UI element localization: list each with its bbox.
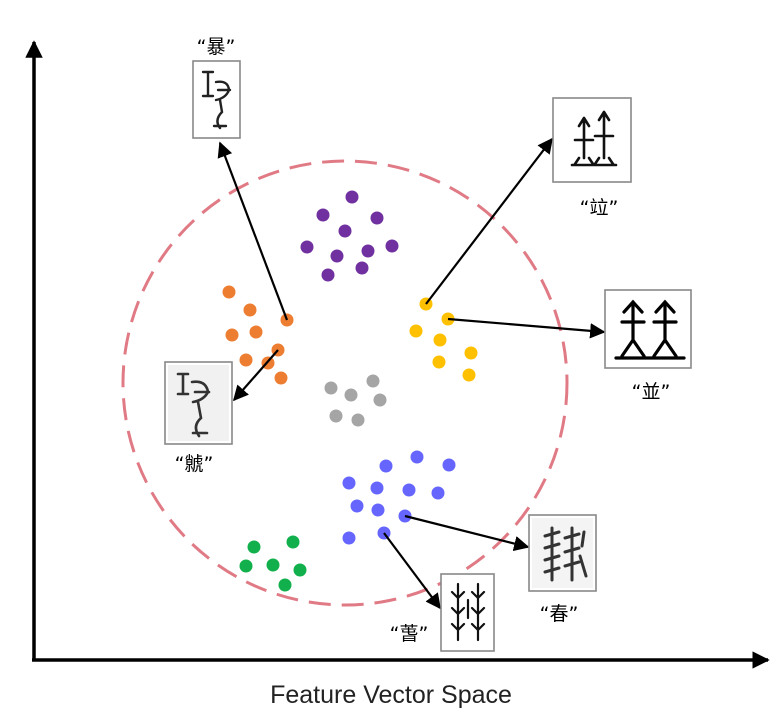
axes: [25, 40, 770, 669]
yellow-point: [462, 368, 476, 382]
gray-point: [366, 374, 380, 388]
blue-point: [371, 503, 385, 517]
blue-point: [442, 458, 456, 472]
orange-point: [239, 353, 253, 367]
sample-caption: “並”: [632, 381, 671, 403]
green-cluster: [239, 535, 307, 592]
blue-point: [431, 486, 445, 500]
blue-point: [370, 481, 384, 495]
purple-cluster: [300, 190, 399, 282]
orange-point: [249, 325, 263, 339]
purple-point: [385, 239, 399, 253]
sample-chun: “春”: [528, 514, 597, 625]
sample-li: “竝”: [552, 97, 632, 219]
bing-glyph-icon: [614, 299, 686, 360]
blue-point: [379, 459, 393, 473]
gray-point: [344, 388, 358, 402]
blue-point: [350, 499, 364, 513]
gray-cluster: [324, 374, 387, 427]
yellow-point: [409, 324, 423, 338]
blue-point: [410, 450, 424, 464]
xi-glyph-icon: [176, 372, 211, 438]
green-point: [286, 535, 300, 549]
chun-glyph-icon: [543, 526, 588, 582]
sample-caption: “竝”: [580, 197, 619, 219]
gray-point: [324, 381, 338, 395]
arrow-to-bao: [217, 141, 289, 321]
glyph-frame: [604, 289, 692, 369]
yellow-cluster: [409, 297, 478, 382]
sample-xi: “虩”: [164, 361, 233, 475]
gray-point: [351, 413, 365, 427]
sample-bing: “並”: [604, 289, 692, 403]
orange-point: [243, 303, 257, 317]
green-point: [239, 559, 253, 573]
yellow-point: [433, 333, 447, 347]
purple-point: [338, 224, 352, 238]
chun2-glyph-icon: [450, 582, 486, 642]
blue-point: [342, 531, 356, 545]
arrow-to-li: [425, 137, 553, 305]
yellow-point: [432, 355, 446, 369]
bao-glyph-icon: [201, 70, 232, 130]
blue-point: [342, 476, 356, 490]
arrows: [217, 137, 606, 610]
purple-point: [330, 249, 344, 263]
green-point: [266, 558, 280, 572]
purple-point: [300, 240, 314, 254]
sample-chun2: “萅”: [390, 573, 495, 652]
li-glyph-icon: [570, 110, 618, 167]
sample-caption: “暴”: [197, 36, 236, 58]
arrow-to-xi: [232, 349, 279, 402]
purple-point: [345, 190, 359, 204]
green-point: [247, 540, 261, 554]
purple-point: [361, 244, 375, 258]
purple-point: [321, 268, 335, 282]
arrow-to-chun: [404, 514, 530, 552]
purple-point: [370, 211, 384, 225]
sample-bao: “暴”: [192, 36, 241, 139]
blue-point: [402, 483, 416, 497]
orange-point: [274, 371, 288, 385]
purple-point: [316, 208, 330, 222]
orange-cluster: [222, 285, 294, 385]
green-point: [278, 578, 292, 592]
orange-point: [222, 285, 236, 299]
orange-point: [225, 328, 239, 342]
green-point: [293, 563, 307, 577]
purple-point: [355, 261, 369, 275]
axis-title: Feature Vector Space: [270, 681, 512, 709]
sample-caption: “虩”: [175, 453, 214, 475]
sample-caption: “春”: [540, 603, 579, 625]
sample-caption: “萅”: [390, 623, 429, 645]
glyph-frame: [552, 97, 632, 183]
arrow-to-chun2: [383, 532, 441, 610]
glyph-rubbing: [532, 518, 593, 588]
yellow-point: [464, 346, 478, 360]
arrow-to-bing: [447, 317, 606, 339]
gray-point: [329, 409, 343, 423]
feature-space-boundary: [121, 159, 569, 607]
gray-point: [373, 393, 387, 407]
blue-cluster: [342, 450, 456, 545]
